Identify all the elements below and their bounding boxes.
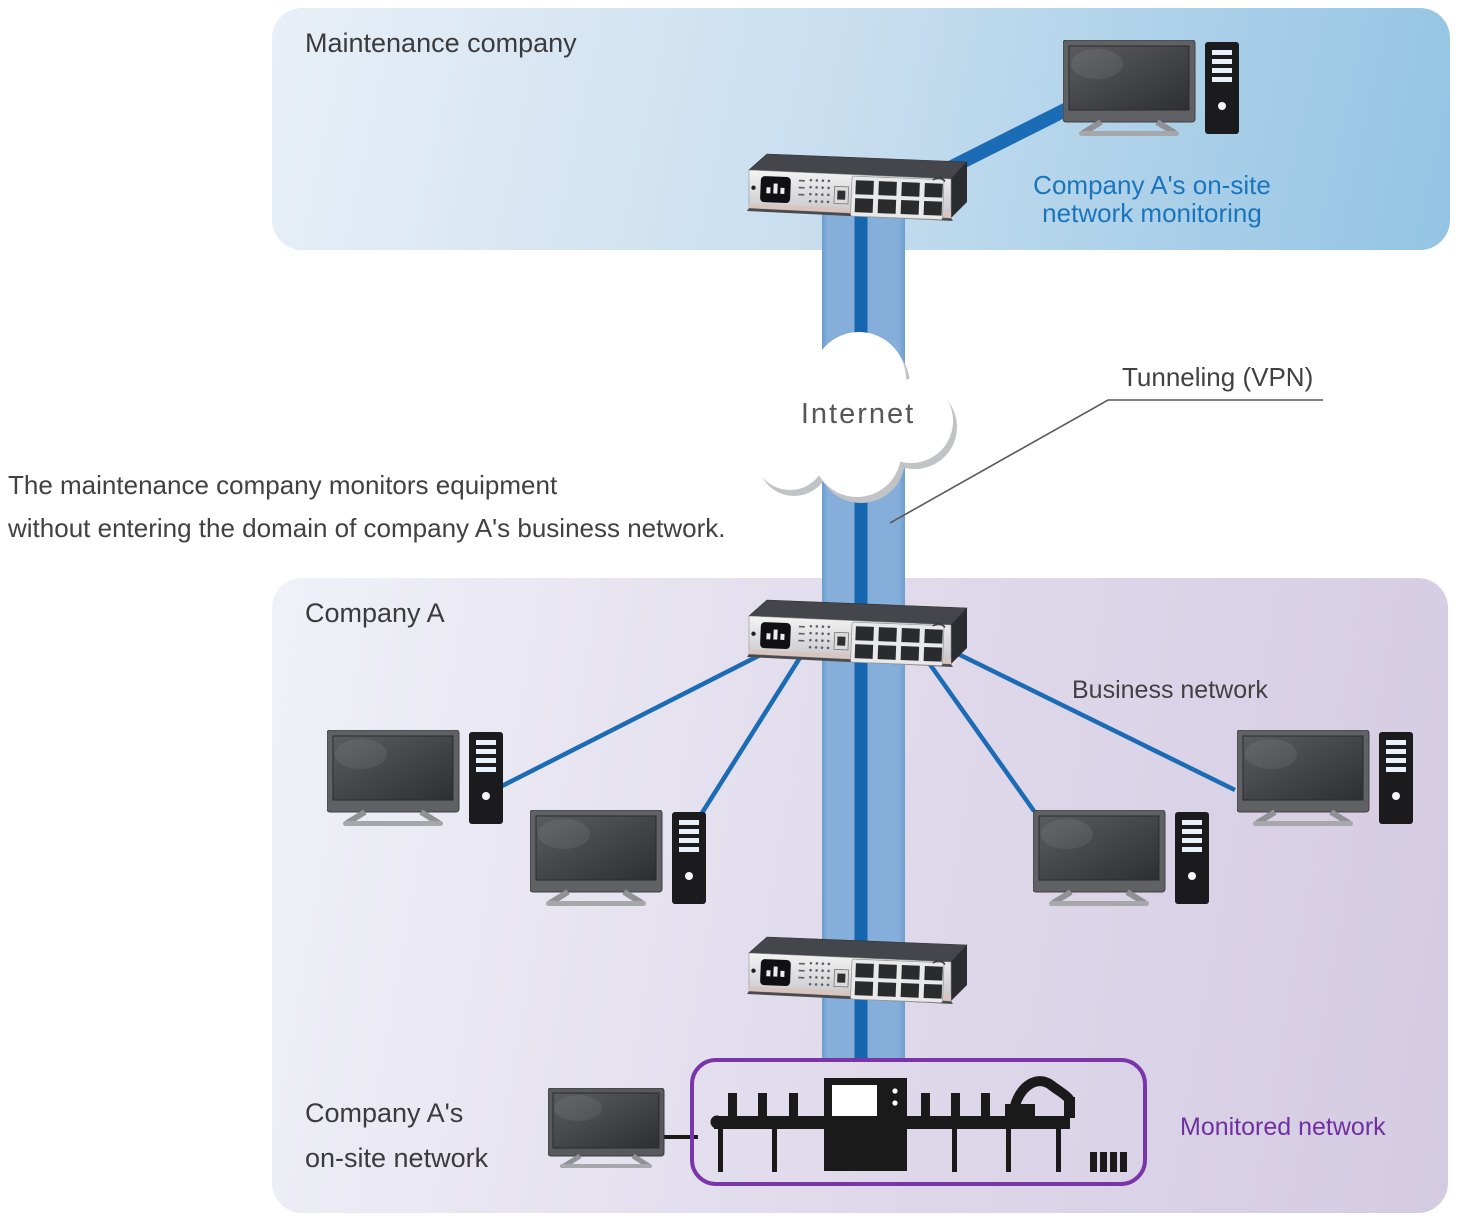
vpn-label: Tunneling (VPN) xyxy=(1122,362,1314,392)
note-line1: The maintenance company monitors equipme… xyxy=(8,470,558,500)
switch-body xyxy=(747,153,968,221)
network-switch-maintenance xyxy=(747,153,968,221)
maintenance-company-title: Maintenance company xyxy=(305,28,577,58)
computer-business-2 xyxy=(530,810,706,906)
computer-monitoring-station xyxy=(1063,40,1239,136)
monitoring-label: Company A's on-site network monitoring xyxy=(1012,171,1292,227)
onsite-monitor-icon xyxy=(548,1088,665,1169)
computer-business-3 xyxy=(1033,810,1209,906)
robot-arm-icon xyxy=(1009,1076,1074,1115)
note-text: The maintenance company monitors equipme… xyxy=(8,464,725,550)
onsite-label-line1: Company A's xyxy=(305,1098,464,1128)
monitoring-label-line2: network monitoring xyxy=(1042,198,1262,228)
computer-business-4 xyxy=(1237,730,1413,826)
network-switch-onsite xyxy=(747,936,968,1004)
monitored-network-box xyxy=(690,1058,1147,1186)
onsite-label-line2: on-site network xyxy=(305,1143,489,1173)
company-a-title: Company A xyxy=(305,598,445,628)
internet-label: Internet xyxy=(800,398,916,430)
onsite-network-label: Company A's on-site network xyxy=(305,1091,488,1181)
computer-business-1 xyxy=(327,730,503,826)
network-switch-business xyxy=(747,599,968,667)
monitor-icon xyxy=(1063,40,1196,136)
monitored-network-label: Monitored network xyxy=(1180,1113,1386,1141)
note-line2: without entering the domain of company A… xyxy=(8,513,726,543)
business-network-label: Business network xyxy=(1072,676,1268,704)
factory-machine-icon xyxy=(710,1076,1127,1172)
monitoring-label-line1: Company A's on-site xyxy=(1033,170,1271,200)
tower-icon xyxy=(1205,42,1239,134)
